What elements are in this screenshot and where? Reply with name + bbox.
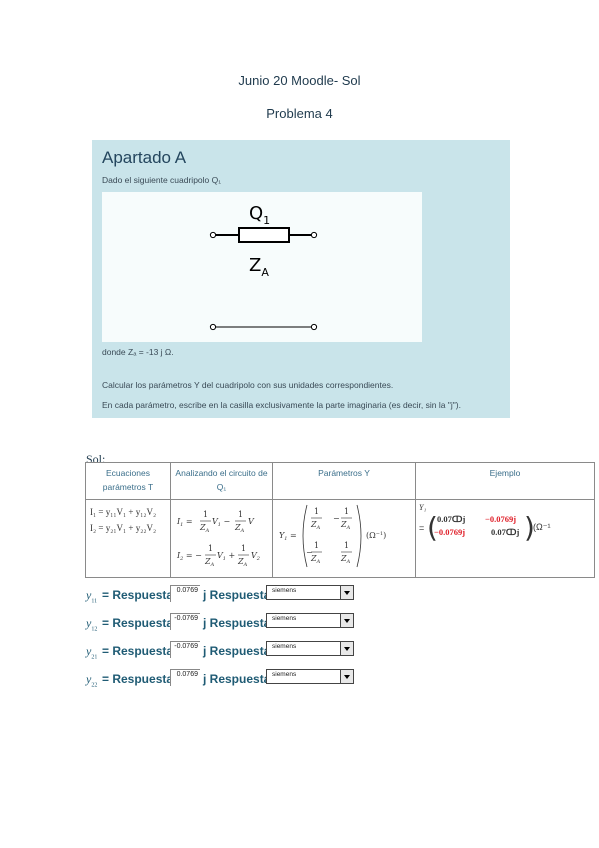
header-ejemplo: Ejemplo [415,462,595,500]
svg-text:1: 1 [314,507,319,516]
cell-y-parameters: Y1 = 1 ZA − 1 ZA − 1 ZA 1 ZA [272,499,416,578]
svg-text:Y1 =: Y1 = [279,531,297,542]
terminal-top-left [209,231,217,239]
y21-label: y21 [86,644,98,661]
y11-unit-value: siemens [272,587,297,594]
header-analizando: Analizando el circuito de Q₁ [170,462,273,500]
example-paren-left: ( [427,511,438,544]
svg-text:ZA: ZA [310,520,321,531]
svg-text:1: 1 [238,510,243,519]
chevron-down-icon[interactable] [340,614,353,627]
svg-text:−: − [306,548,313,557]
header-ecuaciones: Ecuaciones parámetros T [85,462,171,500]
y12-unit-value: siemens [272,615,297,622]
svg-text:1: 1 [314,541,319,550]
svg-text:1: 1 [241,544,246,553]
svg-text:ZA: ZA [199,523,210,534]
panel-heading: Apartado A [102,148,187,167]
table-header-row: Ecuaciones parámetros T Analizando el ci… [85,462,595,500]
cell-equations: I₁ = y₁₁V₁ + y₁₂V₂ I₂ = y₂₁V₁ + y₂₂V₂ [85,499,171,578]
example-m12: −0.0769j [485,514,517,524]
y22-unit-value: siemens [272,671,297,678]
y11-label: y11 [86,588,98,605]
example-m11: 0.07ↀj [437,514,466,524]
y11-unit-select[interactable]: siemens [266,585,354,600]
example-unit: (Ω⁻¹ [533,522,551,532]
j-respuesta-label: j Respuesta [203,672,271,686]
example-y-label: Y₁ [419,503,427,512]
instruction-text: Calcular los parámetros Y del cuadripolo… [102,380,394,390]
y12-unit-select[interactable]: siemens [266,613,354,628]
page-subtitle: Problema 4 [266,106,333,121]
circuit-svg: Q1 ZA [209,203,318,331]
respuesta-label: = Respuesta [102,672,174,686]
solution-table: Ecuaciones parámetros T Analizando el ci… [85,462,595,578]
svg-text:V2: V2 [251,551,260,562]
terminal-bottom-left [209,323,217,331]
chevron-down-icon[interactable] [340,586,353,599]
circuit-diagram: Q1 ZA [102,192,422,342]
y22-unit-select[interactable]: siemens [266,669,354,684]
j-respuesta-label: j Respuesta [203,588,271,602]
table-row: I₁ = y₁₁V₁ + y₁₂V₂ I₂ = y₂₁V₁ + y₂₂V₂ I1… [85,499,595,578]
svg-text:ZA: ZA [340,520,351,531]
svg-text:ZA: ZA [340,554,351,565]
header-parametros: Parámetros Y [272,462,416,500]
j-respuesta-label: j Respuesta [203,644,271,658]
svg-text:−: − [333,514,340,523]
svg-text:1: 1 [344,507,349,516]
svg-text:V1 −: V1 − [212,517,230,528]
svg-text:ZA: ZA [310,554,321,565]
example-m22: 0.07ↀj [491,527,520,537]
donde-text: donde Zₐ = -13 j Ω. [102,347,174,357]
impedance-box [238,227,290,243]
svg-text:I2 = −: I2 = − [176,551,202,562]
example-m21: −0.0769j [434,527,466,537]
y22-label: y22 [86,672,98,689]
equation-i1: I₁ = y₁₁V₁ + y₁₂V₂ [90,507,157,517]
y21-imag-input[interactable]: -0.0769 [170,641,200,658]
svg-text:ZA: ZA [237,557,248,568]
terminal-top-right [310,231,318,239]
intro-text: Dado el siguiente cuadripolo Q₁ [102,175,222,185]
svg-text:1: 1 [203,510,208,519]
svg-text:1: 1 [344,541,349,550]
example-equals: = [419,523,425,533]
y11-imag-input[interactable]: 0.0769 [170,585,200,602]
svg-text:ZA: ZA [234,523,245,534]
equation-i2: I₂ = y₂₁V₁ + y₂₂V₂ [90,523,157,533]
analysis-formulas: I1 = 1 ZA V1 − 1 ZA V I2 = − 1 ZA V1 + 1 [176,510,260,568]
respuesta-label: = Respuesta [102,644,174,658]
page-title: Junio 20 Moodle- Sol [238,73,361,88]
note-text: En cada parámetro, escribe en la casilla… [102,400,461,410]
svg-text:1: 1 [208,544,213,553]
y21-unit-select[interactable]: siemens [266,641,354,656]
za-label: ZA [249,255,269,279]
respuesta-label: = Respuesta [102,616,174,630]
q1-label: Q1 [249,203,270,227]
example-paren-right: ) [524,511,535,544]
svg-text:V1 +: V1 + [217,551,235,562]
y22-imag-input[interactable]: 0.0769 [170,669,200,686]
svg-text:(Ω−1): (Ω−1) [366,531,386,540]
y12-imag-input[interactable]: -0.0769 [170,613,200,630]
terminal-bottom-right [310,323,318,331]
svg-text:ZA: ZA [204,557,215,568]
cell-analysis: I1 = 1 ZA V1 − 1 ZA V I2 = − 1 ZA V1 + 1 [170,499,273,578]
y21-unit-value: siemens [272,643,297,650]
svg-text:V: V [248,517,255,526]
question-panel: Apartado A Dado el siguiente cuadripolo … [92,140,510,418]
svg-text:I1 =: I1 = [176,517,193,528]
example-wrap: Y₁ = ( 0.07ↀj −0.0769j −0.0769j 0.07ↀj )… [419,503,595,571]
y12-label: y12 [86,616,98,633]
respuesta-label: = Respuesta [102,588,174,602]
y-parameter-matrix: Y1 = 1 ZA − 1 ZA − 1 ZA 1 ZA [279,504,386,568]
j-respuesta-label: j Respuesta [203,616,271,630]
chevron-down-icon[interactable] [340,642,353,655]
cell-example: Y₁ = ( 0.07ↀj −0.0769j −0.0769j 0.07ↀj )… [415,499,595,578]
chevron-down-icon[interactable] [340,670,353,683]
